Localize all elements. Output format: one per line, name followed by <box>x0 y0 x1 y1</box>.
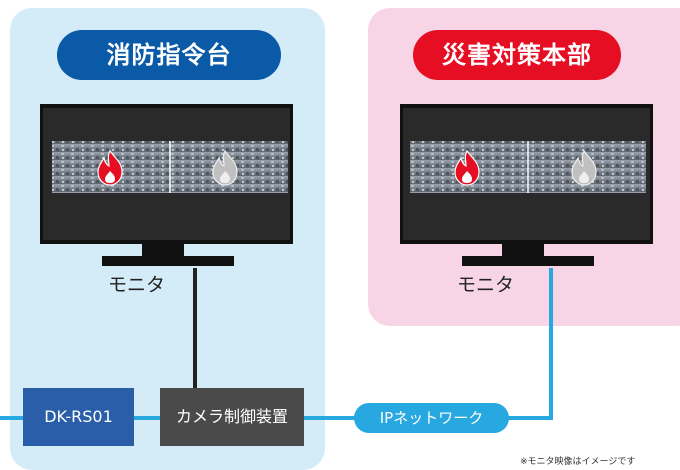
fire-icon <box>97 149 123 186</box>
camera-controller-box: カメラ制御装置 <box>160 388 304 446</box>
fire-icon <box>454 149 480 186</box>
dk-rs01-box: DK-RS01 <box>23 388 134 446</box>
right-monitor <box>400 104 653 266</box>
disaster-hq-title: 災害対策本部 <box>413 30 621 80</box>
fire-icon-gray <box>571 149 597 186</box>
footnote: ※モニタ映像はイメージです <box>520 457 636 467</box>
left-monitor <box>40 104 293 266</box>
ip-network-label: IPネットワーク <box>354 403 509 433</box>
command-center-title: 消防指令台 <box>57 30 281 80</box>
line-right-monitor-to-network <box>505 268 553 420</box>
fire-icon-gray <box>212 149 238 186</box>
left-monitor-label: モニタ <box>108 274 166 296</box>
right-monitor-label: モニタ <box>457 274 515 296</box>
